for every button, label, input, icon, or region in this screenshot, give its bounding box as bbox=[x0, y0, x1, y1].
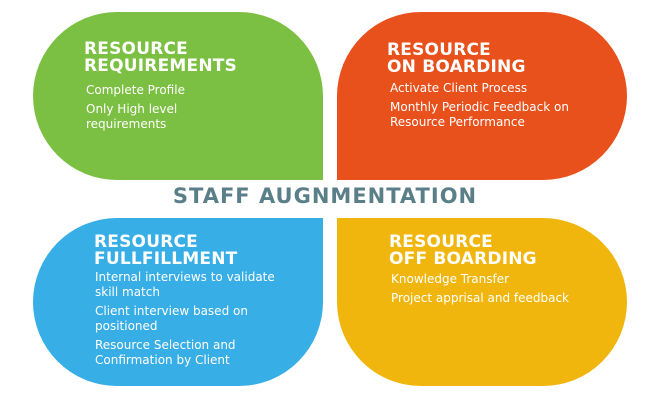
quadrant-title-line: RESOURCE bbox=[94, 232, 198, 252]
quadrant-item-list: Internal interviews to validate skill ma… bbox=[95, 270, 295, 372]
center-title: STAFF AUGNMENTATION bbox=[172, 184, 478, 208]
quadrant-title-line: ON BOARDING bbox=[387, 57, 526, 77]
quadrant-resource-fullfillment: RESOURCE FULLFILLMENT Internal interview… bbox=[33, 218, 323, 386]
quadrant-item: Internal interviews to validate skill ma… bbox=[95, 270, 275, 299]
quadrant-item: Client interview based on positioned bbox=[95, 304, 248, 333]
quadrant-item: Complete Profile bbox=[86, 83, 185, 97]
quadrant-resource-requirements: RESOURCE REQUIREMENTS Complete Profile O… bbox=[33, 12, 323, 180]
quadrant-title: RESOURCE OFF BOARDING bbox=[389, 234, 537, 268]
quadrant-item-list: Complete Profile Only High level require… bbox=[86, 83, 261, 136]
quadrant-title-line: REQUIREMENTS bbox=[84, 56, 237, 76]
quadrant-item: Activate Client Process bbox=[390, 81, 528, 95]
quadrant-item: Project apprisal and feedback bbox=[391, 291, 569, 305]
quadrant-title: RESOURCE REQUIREMENTS bbox=[84, 41, 237, 75]
quadrant-title: RESOURCE ON BOARDING bbox=[387, 42, 526, 76]
quadrant-item: Knowledge Transfer bbox=[391, 272, 510, 286]
quadrant-item: Only High level requirements bbox=[86, 102, 178, 131]
quadrant-title-line: RESOURCE bbox=[389, 232, 493, 252]
quadrant-item: Monthly Periodic Feedback on Resource Pe… bbox=[390, 100, 569, 129]
quadrant-title-line: RESOURCE bbox=[387, 40, 491, 60]
quadrant-item: Resource Selection and Confirmation by C… bbox=[95, 338, 236, 367]
quadrant-item-list: Activate Client Process Monthly Periodic… bbox=[390, 81, 580, 134]
quadrant-title: RESOURCE FULLFILLMENT bbox=[94, 234, 237, 268]
quadrant-title-line: RESOURCE bbox=[84, 39, 188, 59]
quadrant-resource-on-boarding: RESOURCE ON BOARDING Activate Client Pro… bbox=[337, 12, 627, 180]
quadrant-title-line: OFF BOARDING bbox=[389, 249, 537, 269]
quadrant-resource-off-boarding: RESOURCE OFF BOARDING Knowledge Transfer… bbox=[337, 218, 627, 386]
quadrant-item-list: Knowledge Transfer Project apprisal and … bbox=[391, 272, 576, 310]
quadrant-title-line: FULLFILLMENT bbox=[94, 249, 238, 269]
